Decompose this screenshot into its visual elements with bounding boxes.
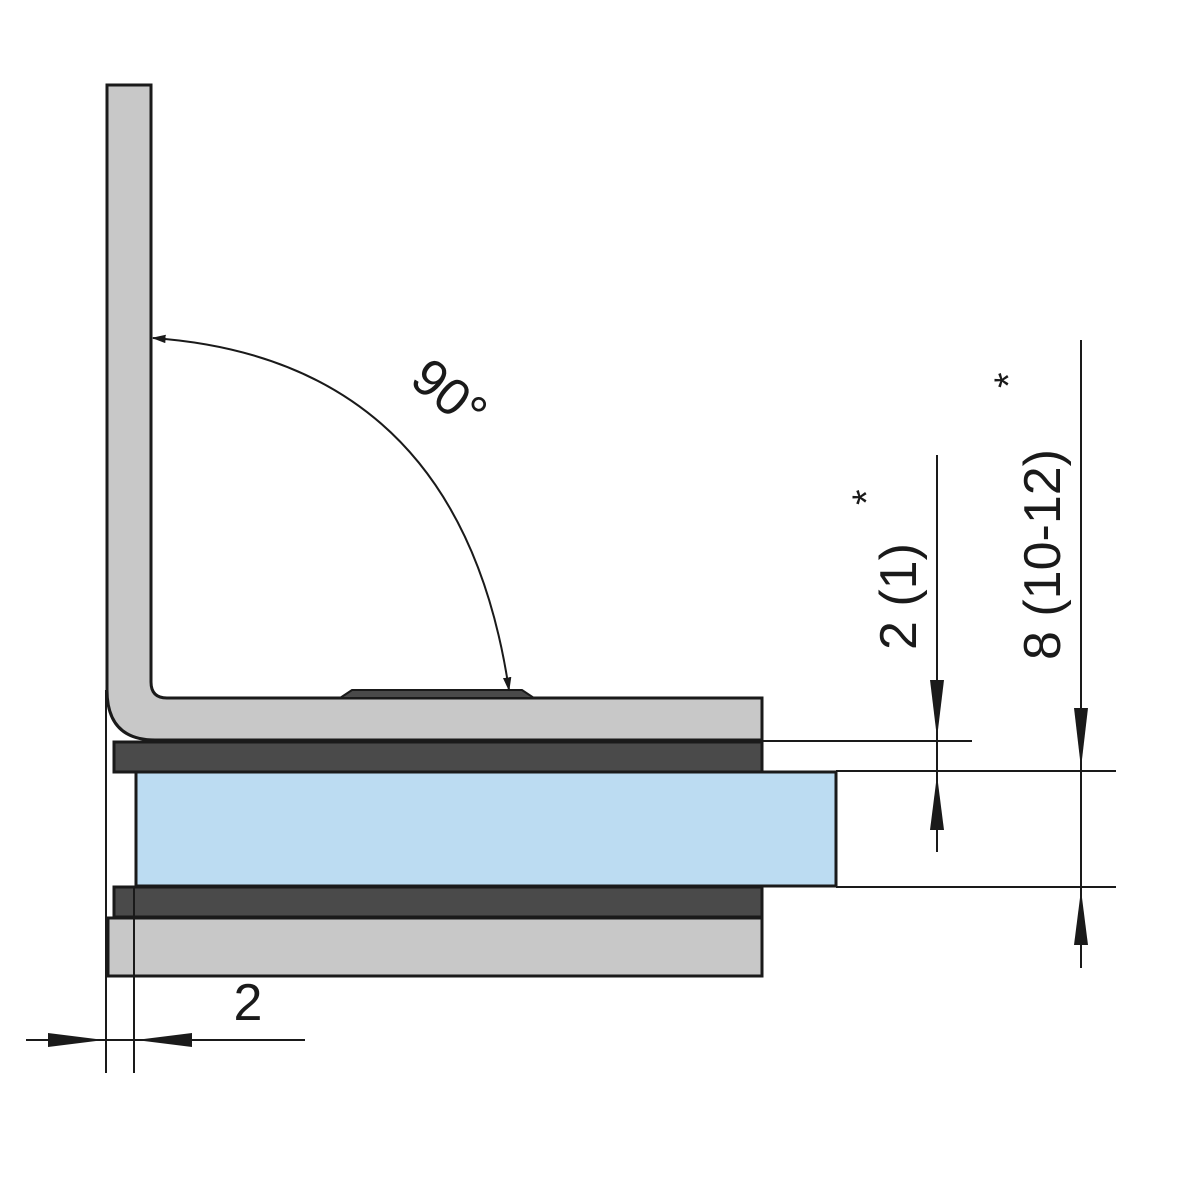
gasket-thickness-label: 2 (1): [870, 543, 928, 650]
gasket-arrow-top: [930, 680, 944, 738]
gasket-thickness-asterisk: *: [845, 489, 889, 505]
lower-clamp-plate: [106, 916, 764, 978]
upper-gasket: [112, 740, 764, 774]
lower-gasket: [112, 885, 764, 919]
glass-thickness-asterisk: *: [987, 372, 1031, 388]
glass-thickness-label: 8 (10-12): [1014, 449, 1072, 660]
gasket-arrow-bottom: [930, 775, 944, 830]
angle-dimension-arc: [151, 334, 512, 692]
angle-label: 90°: [400, 347, 498, 442]
glass-arrow-bottom: [1074, 890, 1088, 945]
gap-label: 2: [234, 974, 263, 1032]
bracket-pad: [336, 689, 538, 699]
gap-arrow-right: [136, 1033, 192, 1047]
glass-arrow-top: [1074, 708, 1088, 768]
gap-arrow-left: [48, 1033, 104, 1047]
glass-pane: [134, 770, 838, 888]
